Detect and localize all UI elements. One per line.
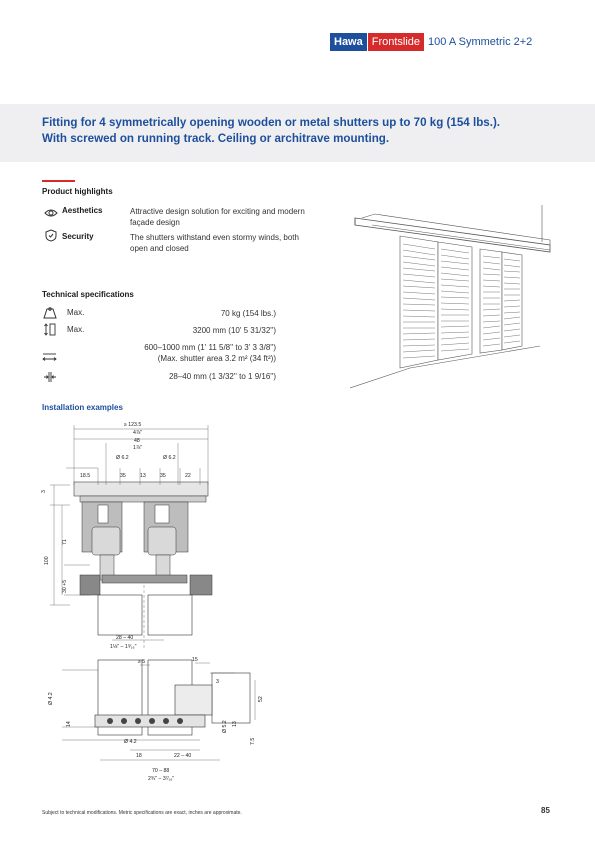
- dim-phi62-a: Ø 6.2: [116, 455, 129, 461]
- dim-70-88: 70 – 88: [152, 768, 169, 774]
- dim-4-7-8: 4⅞": [133, 430, 142, 436]
- highlights-title: Product highlights: [42, 187, 113, 196]
- width-icon: [42, 349, 57, 367]
- thickness-icon: [43, 370, 57, 388]
- spec-value-height: 3200 mm (10' 5 31/32''): [192, 326, 276, 335]
- dim-22: 22: [185, 473, 191, 479]
- installation-title: Installation examples: [42, 403, 123, 412]
- product-name: 100 A Symmetric 2+2: [428, 36, 533, 48]
- height-icon: [43, 323, 57, 341]
- dim-35-b: 35: [160, 473, 166, 479]
- weight-icon: [43, 306, 57, 324]
- dim-3: 3: [41, 490, 47, 493]
- dim-1235: ≥ 123.5: [124, 422, 141, 428]
- dim-18: 18: [136, 753, 142, 759]
- shield-icon: [45, 229, 57, 247]
- dim-30: 30 +5: [62, 580, 68, 593]
- highlight-label-aesthetics: Aesthetics: [62, 206, 103, 215]
- dim-13b: 13: [232, 721, 238, 727]
- spec-value-thickness: 28–40 mm (1 3/32'' to 1 9/16''): [168, 372, 276, 381]
- dim-phi52: Ø 5.2: [222, 720, 228, 733]
- dim-35-a: 35: [120, 473, 126, 479]
- highlight-label-security: Security: [62, 232, 94, 241]
- intro-band: [0, 104, 595, 162]
- dim-185: 18.5: [80, 473, 90, 479]
- dim-phi42: Ø 4.2: [48, 692, 54, 705]
- dim-71: 71: [62, 539, 68, 545]
- intro-line-2: With screwed on running track. Ceiling o…: [42, 132, 390, 145]
- dim-13: 13: [140, 473, 146, 479]
- specs-title: Technical specifications: [42, 290, 134, 299]
- dim-phi42b: Ø 4.2: [124, 739, 137, 745]
- intro-line-1: Fitting for 4 symmetrically opening wood…: [42, 116, 501, 129]
- brand-series: Frontslide: [367, 33, 425, 51]
- footer-note: Subject to technical modifications. Metr…: [42, 810, 242, 816]
- spec-value-weight: 70 kg (154 lbs.): [220, 309, 276, 318]
- brand-hawa: Hawa: [330, 33, 368, 51]
- spec-label-height: Max.: [67, 325, 85, 334]
- dim-100: 100: [44, 556, 50, 565]
- dim-1-1-8: 1⅛" – 1⁹⁄₁₆": [110, 644, 137, 650]
- shutter-illustration: [349, 200, 560, 397]
- highlight-text-aesthetics: Attractive design solution for exciting …: [130, 207, 305, 227]
- installation-drawing: ≥ 123.5 4⅞" 48 1⅞" Ø 6.2 Ø 6.2 18.5 35 1…: [40, 415, 280, 795]
- dim-1-7-8: 1⅞": [133, 445, 142, 451]
- spec-value-width: 600–1000 mm (1' 11 5/8'' to 3' 3 3/8''): [144, 343, 276, 352]
- dim-2-3-4: 2¾" – 3⁷⁄₁₆": [148, 776, 174, 782]
- highlight-text-security: The shutters withstand even stormy winds…: [130, 233, 299, 253]
- page-number: 85: [541, 806, 550, 815]
- dim-ge5: ≥ 5: [138, 659, 145, 665]
- dim-22-40: 22 – 40: [174, 753, 191, 759]
- dim-3b: 3: [216, 679, 219, 685]
- dim-75: 7.5: [250, 738, 256, 745]
- intro-text: Fitting for 4 symmetrically opening wood…: [42, 115, 562, 147]
- dim-48: 48: [134, 438, 140, 444]
- red-divider: [42, 180, 75, 182]
- dim-phi62-b: Ø 6.2: [163, 455, 176, 461]
- brand-header: Hawa Frontslide 100 A Symmetric 2+2: [330, 33, 532, 51]
- dim-52: 52: [258, 696, 264, 702]
- spec-value-width-area: (Max. shutter area 3.2 m² (34 ft²)): [157, 354, 276, 363]
- dim-14: 14: [66, 721, 72, 727]
- dim-28-40: 28 – 40: [116, 635, 133, 641]
- spec-label-weight: Max.: [67, 308, 85, 317]
- eye-icon: [44, 205, 58, 223]
- dim-15: 15: [192, 657, 198, 663]
